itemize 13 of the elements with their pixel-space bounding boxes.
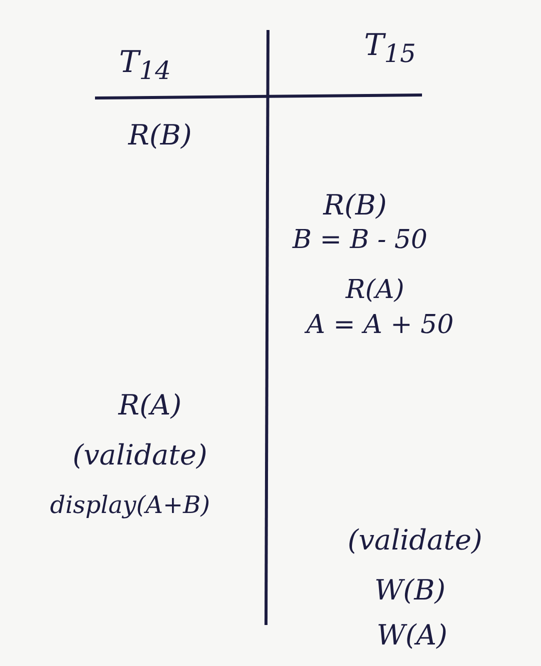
operation-text: R(B) [128,118,192,152]
operation-text: W(B) [374,574,446,606]
column-header: T$_{15}$ [364,28,416,68]
operation-text: R(A) [346,275,404,305]
operation-text: display(A+B) [50,491,210,519]
column-header: T$_{14}$ [119,45,171,85]
operation-text: R(B) [323,188,387,222]
operation-text: (validate) [72,438,208,472]
operation-text: R(A) [118,388,182,422]
operation-text: (validate) [348,524,482,556]
operation-text: A = A + 50 [306,310,454,340]
operation-text: B = B - 50 [292,225,428,255]
operation-text: W(A) [376,618,448,652]
